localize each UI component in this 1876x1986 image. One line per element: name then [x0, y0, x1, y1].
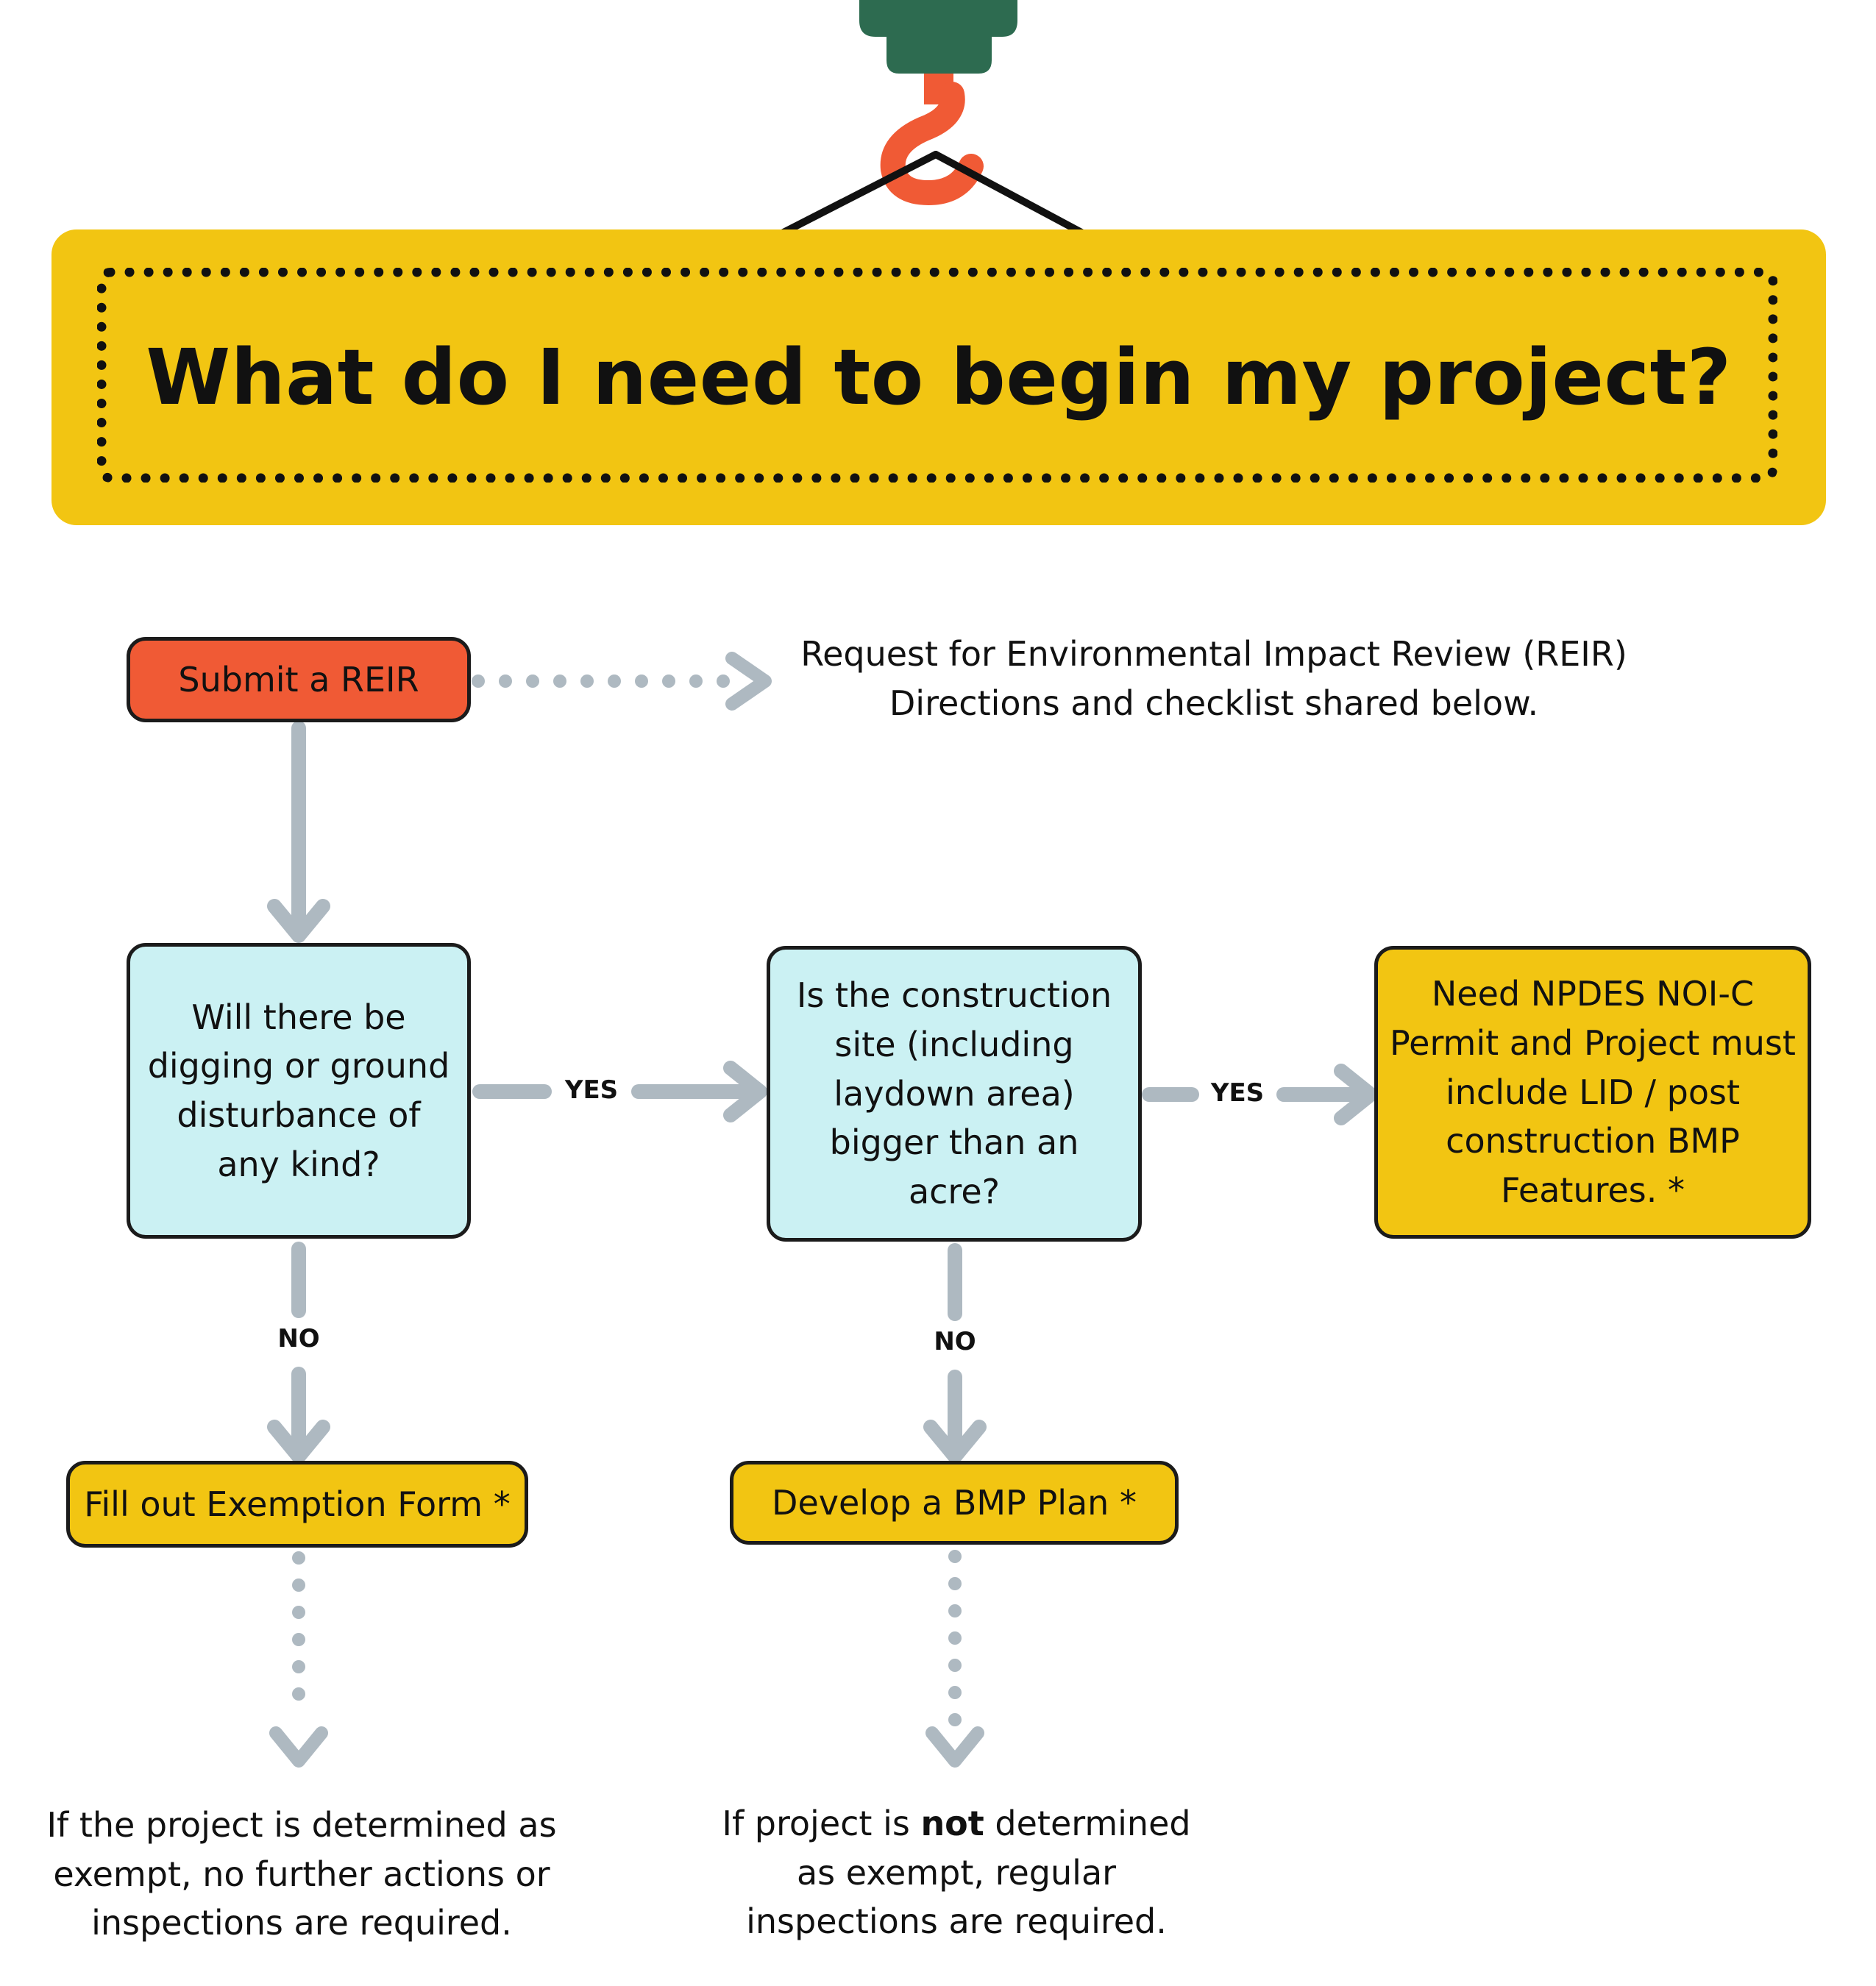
- reir-note: Request for Environmental Impact Review …: [758, 630, 1670, 727]
- crane-block: [859, 0, 1017, 74]
- exemption-form-label: Fill out Exemption Form *: [84, 1484, 511, 1524]
- arrowhead-acre-npdes: [1334, 1064, 1378, 1125]
- arrowhead-digging-acre: [723, 1061, 767, 1122]
- reir-note-line1: Request for Environmental Impact Review …: [800, 634, 1627, 674]
- exemption-form-node: Fill out Exemption Form *: [66, 1461, 528, 1548]
- sling-right: [932, 151, 1085, 236]
- submit-reir-node: Submit a REIR: [127, 637, 471, 722]
- page-title: What do I need to begin my project?: [146, 332, 1732, 422]
- not-exempt-suffix: determined as exempt, regular inspection…: [746, 1804, 1191, 1942]
- digging-question-node: Will there be digging or ground disturba…: [127, 943, 471, 1239]
- npdes-result-label: Need NPDES NOI-C Permit and Project must…: [1390, 974, 1796, 1211]
- exempt-result-text: If the project is determined as exempt, …: [46, 1805, 557, 1943]
- digging-question-label: Will there be digging or ground disturba…: [147, 997, 450, 1184]
- not-exempt-prefix: If project is: [722, 1804, 921, 1843]
- edge-label-no-1: NO: [277, 1324, 320, 1353]
- arrowhead-acre-bmp: [923, 1420, 987, 1464]
- bmp-plan-node: Develop a BMP Plan *: [730, 1461, 1179, 1545]
- arrowhead-reir-note: [725, 652, 772, 711]
- crane-hook-icon: [780, 0, 1085, 236]
- edge-label-yes-1: YES: [564, 1075, 619, 1105]
- bmp-plan-label: Develop a BMP Plan *: [772, 1482, 1137, 1523]
- acre-question-label: Is the construction site (including layd…: [796, 975, 1112, 1212]
- exempt-result-note: If the project is determined as exempt, …: [29, 1801, 574, 1948]
- acre-question-node: Is the construction site (including layd…: [767, 946, 1142, 1242]
- arrowhead-bmp-note: [925, 1726, 984, 1768]
- title-dotted-frame: [97, 268, 1777, 483]
- hook-curve: [880, 82, 984, 206]
- edge-label-no-2: NO: [934, 1327, 976, 1356]
- not-exempt-result-note: If project is not determined as exempt, …: [706, 1799, 1207, 1946]
- title-banner: What do I need to begin my project?: [51, 229, 1826, 525]
- arrowhead-reir-digging: [267, 899, 330, 943]
- edge-label-yes-2: YES: [1210, 1078, 1265, 1108]
- arrowhead-exempt-note: [269, 1726, 328, 1768]
- npdes-result-node: Need NPDES NOI-C Permit and Project must…: [1374, 946, 1811, 1239]
- arrowhead-digging-exempt: [267, 1420, 330, 1464]
- submit-reir-label: Submit a REIR: [178, 659, 419, 700]
- not-exempt-bold: not: [920, 1804, 984, 1843]
- sling-left: [780, 151, 939, 236]
- reir-note-line2: Directions and checklist shared below.: [889, 683, 1539, 723]
